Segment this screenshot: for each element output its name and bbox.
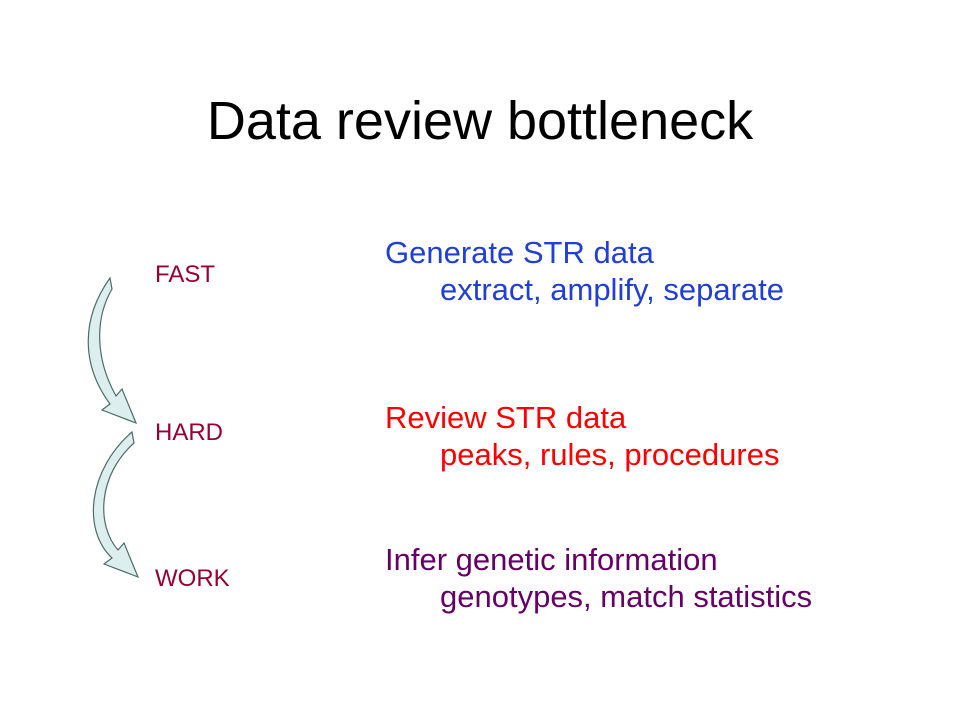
step-generate-heading: Generate STR data <box>385 235 654 270</box>
step-infer-detail: genotypes, match statistics <box>440 579 813 615</box>
step-review-heading: Review STR data <box>385 400 627 435</box>
step-review: Review STR data peaks, rules, procedures <box>385 399 779 473</box>
step-generate: Generate STR data extract, amplify, sepa… <box>385 234 784 308</box>
stage-label-fast: FAST <box>155 261 216 288</box>
slide-title: Data review bottleneck <box>206 91 754 151</box>
curved-arrow-icon <box>92 430 140 579</box>
step-infer: Infer genetic information genotypes, mat… <box>385 541 812 615</box>
stage-label-work: WORK <box>155 565 230 592</box>
curved-arrow-icon <box>87 276 138 425</box>
step-review-detail: peaks, rules, procedures <box>440 437 780 473</box>
step-infer-heading: Infer genetic information <box>385 542 718 577</box>
stage-label-hard: HARD <box>155 419 224 446</box>
step-generate-detail: extract, amplify, separate <box>440 272 785 308</box>
